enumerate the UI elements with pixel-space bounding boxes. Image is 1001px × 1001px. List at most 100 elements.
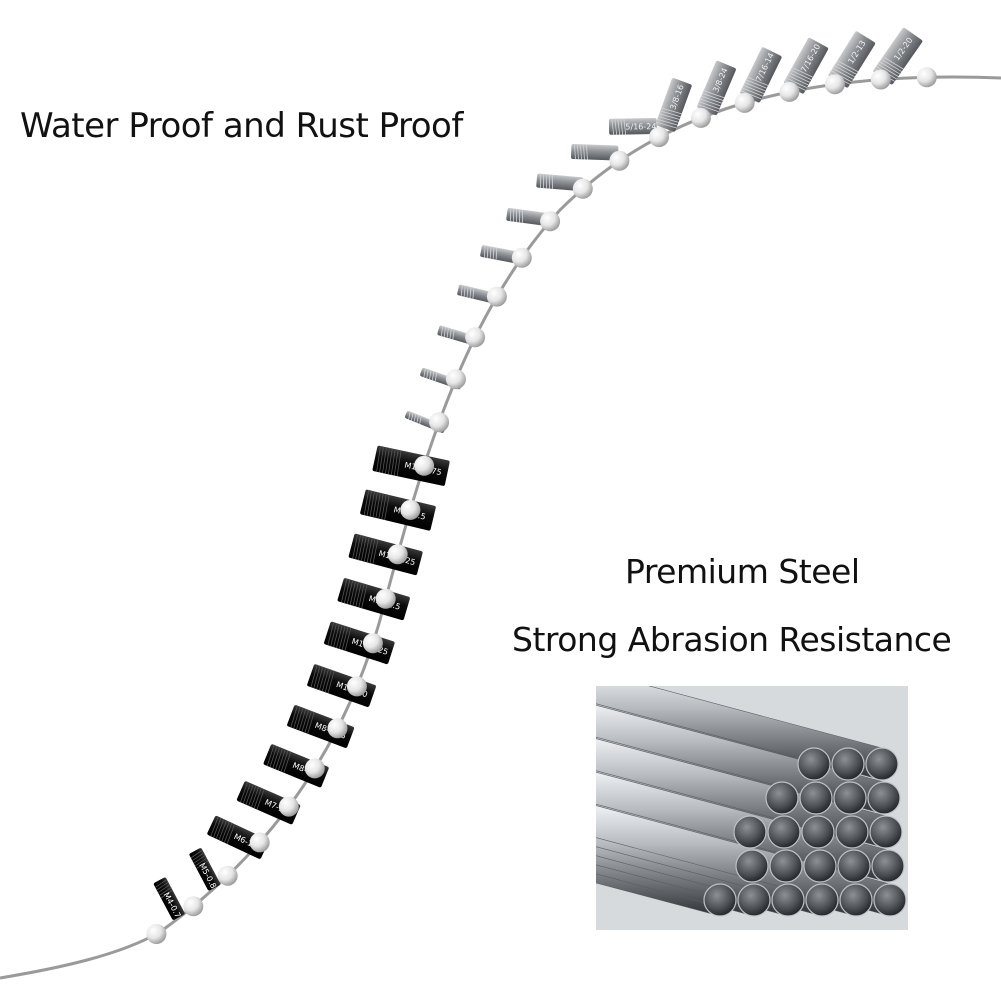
- thread-ridge: [319, 667, 327, 691]
- thread-ridge: [293, 706, 301, 729]
- steel-rod-end: [865, 747, 899, 781]
- thread-ridge: [698, 101, 720, 110]
- bead-layer: [146, 67, 937, 944]
- thread-ridge: [620, 118, 624, 135]
- thread-ridge: [194, 857, 207, 867]
- thread-ridge: [703, 90, 725, 99]
- thread-ridge: [431, 371, 435, 381]
- gauge-body: [536, 173, 584, 192]
- thread-ridge: [193, 855, 206, 864]
- thread-ridge: [240, 781, 249, 803]
- thread-ridge: [577, 144, 579, 160]
- thread-ridge: [245, 784, 254, 805]
- thread-ridge: [740, 90, 762, 100]
- steel-rod-end: [703, 883, 737, 917]
- thread-ridge: [519, 209, 521, 223]
- thread-ridge: [416, 414, 419, 423]
- chain-bead: [183, 896, 204, 917]
- chain-bead: [304, 758, 325, 779]
- thread-ridge: [338, 625, 346, 650]
- metric-thread-gauge: M10-1.5: [337, 578, 410, 621]
- thread-ridge: [701, 95, 723, 104]
- steel-rods-photo: [596, 686, 908, 930]
- thread-ridge: [586, 144, 588, 160]
- chain-bead: [146, 924, 167, 944]
- thread-ridge: [426, 369, 429, 379]
- gauge-body: [189, 848, 221, 891]
- thread-ridge: [452, 329, 455, 340]
- steel-rod-end: [767, 815, 801, 849]
- thread-ridge: [830, 70, 852, 83]
- steel-rod-end: [733, 815, 767, 849]
- thread-ridge: [469, 286, 472, 299]
- thread-ridge: [159, 887, 172, 896]
- chain-bead: [511, 247, 532, 268]
- thread-ridge: [272, 746, 281, 769]
- thread-ridge: [385, 447, 390, 474]
- thread-ridge: [224, 822, 233, 843]
- thread-ridge: [355, 582, 362, 607]
- thread-ridge: [697, 104, 719, 112]
- thread-ridge: [363, 489, 370, 516]
- thread-ridge: [460, 284, 463, 297]
- gauge-body: [571, 144, 619, 161]
- thread-ridge: [313, 665, 321, 689]
- thread-ridge: [280, 750, 289, 772]
- thread-ridge: [358, 535, 364, 561]
- thread-ridge: [358, 583, 365, 608]
- thread-ridge: [443, 326, 446, 337]
- thread-ridge: [542, 173, 544, 189]
- thread-ridge: [157, 884, 170, 894]
- steel-rod-end: [803, 849, 837, 883]
- imperial-thread-gauge: 5/16-24: [608, 118, 657, 135]
- gauge-body: [337, 578, 410, 621]
- thread-ridge: [343, 579, 351, 604]
- thread-ridge: [283, 751, 292, 773]
- chain-bead: [870, 69, 891, 90]
- thread-ridge: [786, 77, 808, 89]
- steel-rod-end: [837, 849, 871, 883]
- chain-bead: [387, 544, 408, 565]
- gauge-body: [307, 664, 376, 707]
- chain-bead: [327, 718, 348, 739]
- thread-ridge: [877, 63, 899, 77]
- thread-ridge: [880, 58, 902, 72]
- thread-ridge: [321, 668, 329, 692]
- thread-ridge: [744, 82, 766, 92]
- metric-thread-gauge: M4-0.7: [153, 877, 185, 920]
- thread-ridge: [545, 174, 547, 189]
- thread-ridge: [882, 56, 904, 70]
- thread-ridge: [440, 325, 444, 337]
- thread-ridge: [352, 534, 358, 559]
- thread-ridge: [434, 372, 438, 382]
- premium-steel-headline: Premium Steel: [625, 552, 860, 591]
- thread-ridge: [376, 445, 381, 472]
- thread-ridge: [466, 286, 469, 298]
- gauge-body: [324, 621, 395, 665]
- thread-ridge: [513, 208, 515, 222]
- thread-ridge: [277, 749, 286, 771]
- thread-ridge: [741, 87, 763, 97]
- thread-ridge: [489, 246, 492, 259]
- thread-ridge: [324, 669, 332, 693]
- chain-bead: [690, 107, 711, 128]
- rod-layer: [596, 686, 907, 917]
- thread-ridge: [298, 708, 307, 731]
- thread-ridge: [483, 245, 486, 258]
- thread-ridge: [580, 144, 582, 160]
- thread-ridge: [190, 849, 203, 859]
- thread-ridge: [408, 411, 411, 420]
- thread-ridge: [656, 121, 677, 129]
- thread-ridge: [266, 744, 275, 767]
- thread-ridge: [360, 536, 367, 562]
- chain-bead: [540, 211, 561, 232]
- steel-rod-end: [771, 883, 805, 917]
- thread-ridge: [390, 449, 396, 475]
- steel-rod-end: [765, 781, 799, 815]
- thread-ridge: [429, 370, 432, 380]
- thread-ridge: [372, 539, 379, 565]
- chain-bead: [486, 286, 507, 307]
- thread-ridge: [446, 327, 449, 338]
- chain-bead: [429, 412, 450, 433]
- chain-bead: [346, 676, 367, 697]
